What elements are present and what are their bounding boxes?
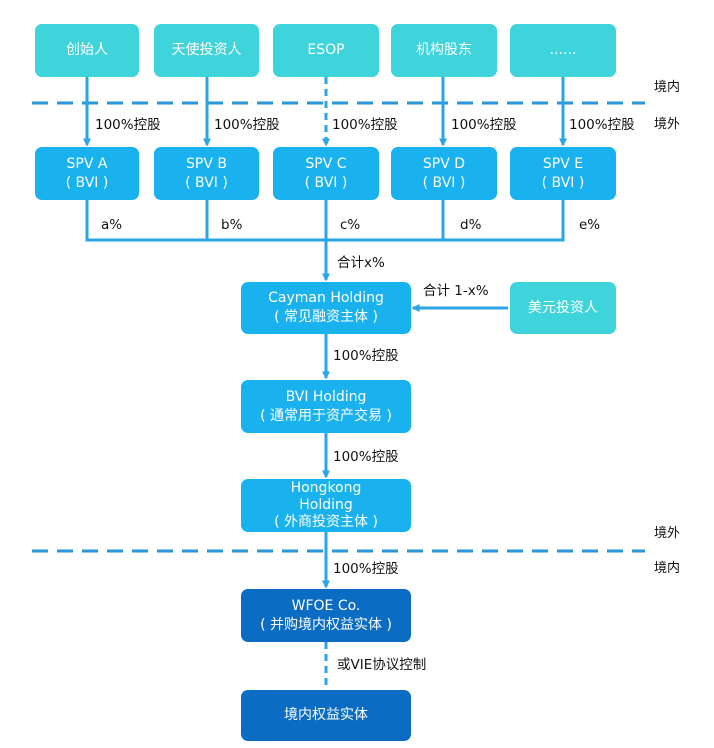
- spv-c-box: SPV C ( BVI ): [273, 147, 379, 200]
- spv-e-box: SPV E ( BVI ): [510, 147, 616, 200]
- shareholder-founder-label: 创始人: [66, 42, 108, 58]
- edge-label-spv-b-share: b%: [221, 217, 243, 233]
- zone-label-offshore-top: 境外: [654, 117, 681, 132]
- edge-label-cayman-to-bvi: 100%控股: [333, 348, 399, 364]
- edge-label-vie-control: 或VIE协议控制: [337, 657, 427, 673]
- edge-label-spv-a-holding: 100%控股: [95, 117, 161, 133]
- cayman-holding-box: Cayman Holding ( 常见融资主体 ): [241, 282, 411, 334]
- bvi-holding-name: BVI Holding: [285, 388, 367, 405]
- shareholder-esop: ESOP: [273, 24, 379, 77]
- spv-d-box: SPV D ( BVI ): [391, 147, 497, 200]
- shareholder-institution: 机构股东: [391, 24, 497, 77]
- bvi-holding-box: BVI Holding ( 通常用于资产交易 ): [241, 380, 411, 433]
- edge-label-spv-c-share: c%: [340, 217, 361, 233]
- hongkong-holding-name-line1: Hongkong: [290, 480, 362, 496]
- spv-e-jurisdiction: ( BVI ): [541, 174, 585, 191]
- shareholder-others-label: ......: [549, 42, 577, 58]
- shareholder-founder: 创始人: [35, 24, 139, 77]
- wfoe-role: ( 并购境内权益实体 ): [260, 616, 392, 633]
- edge-label-spv-e-share: e%: [579, 217, 601, 233]
- bvi-holding-role: ( 通常用于资产交易 ): [260, 407, 392, 424]
- zone-label-domestic-bottom: 境内: [654, 561, 681, 576]
- zone-label-offshore-bottom: 境外: [654, 526, 681, 541]
- shareholder-institution-label: 机构股东: [416, 42, 472, 58]
- spv-a-box: SPV A ( BVI ): [35, 147, 139, 200]
- spv-a-name: SPV A: [66, 155, 108, 172]
- hongkong-holding-role: ( 外商投资主体 ): [274, 514, 378, 530]
- edge-label-spv-b-holding: 100%控股: [214, 117, 280, 133]
- shareholder-angel-investor: 天使投资人: [154, 24, 259, 77]
- wfoe-box: WFOE Co. ( 并购境内权益实体 ): [241, 589, 411, 642]
- zone-label-domestic-top: 境内: [654, 80, 681, 95]
- edge-label-spv-a-share: a%: [101, 217, 123, 233]
- usd-investor-label: 美元投资人: [528, 299, 598, 316]
- hongkong-holding-name-line2: Holding: [299, 497, 353, 513]
- edge-label-spv-d-holding: 100%控股: [451, 117, 517, 133]
- cayman-holding-role: ( 常见融资主体 ): [274, 309, 378, 325]
- edge-label-usd-investor-share: 合计 1-x%: [423, 283, 489, 299]
- shareholder-angel-investor-label: 天使投资人: [171, 42, 242, 58]
- shareholder-esop-label: ESOP: [307, 42, 345, 58]
- edge-label-total-x: 合计x%: [337, 255, 385, 271]
- edge-label-spv-d-share: d%: [460, 217, 482, 233]
- shareholder-others: ......: [510, 24, 616, 77]
- edge-label-spv-c-holding: 100%控股: [332, 117, 398, 133]
- cayman-holding-name: Cayman Holding: [268, 290, 384, 306]
- spv-b-name: SPV B: [186, 155, 227, 172]
- spv-e-name: SPV E: [542, 155, 584, 172]
- spv-d-jurisdiction: ( BVI ): [422, 174, 466, 191]
- wfoe-name: WFOE Co.: [291, 597, 361, 614]
- edge-label-hongkong-to-wfoe: 100%控股: [333, 561, 399, 577]
- spv-b-box: SPV B ( BVI ): [154, 147, 259, 200]
- domestic-entity-label: 境内权益实体: [284, 707, 368, 723]
- edge-label-spv-e-holding: 100%控股: [569, 117, 635, 133]
- spv-a-jurisdiction: ( BVI ): [65, 174, 109, 191]
- spv-c-jurisdiction: ( BVI ): [304, 174, 348, 191]
- usd-investor-box: 美元投资人: [510, 282, 616, 334]
- edge-label-bvi-to-hongkong: 100%控股: [333, 449, 399, 465]
- spv-d-name: SPV D: [422, 155, 466, 172]
- spv-b-jurisdiction: ( BVI ): [185, 174, 228, 191]
- hongkong-holding-box: Hongkong Holding ( 外商投资主体 ): [241, 479, 411, 532]
- domestic-entity-box: 境内权益实体: [241, 690, 411, 741]
- spv-c-name: SPV C: [305, 155, 347, 172]
